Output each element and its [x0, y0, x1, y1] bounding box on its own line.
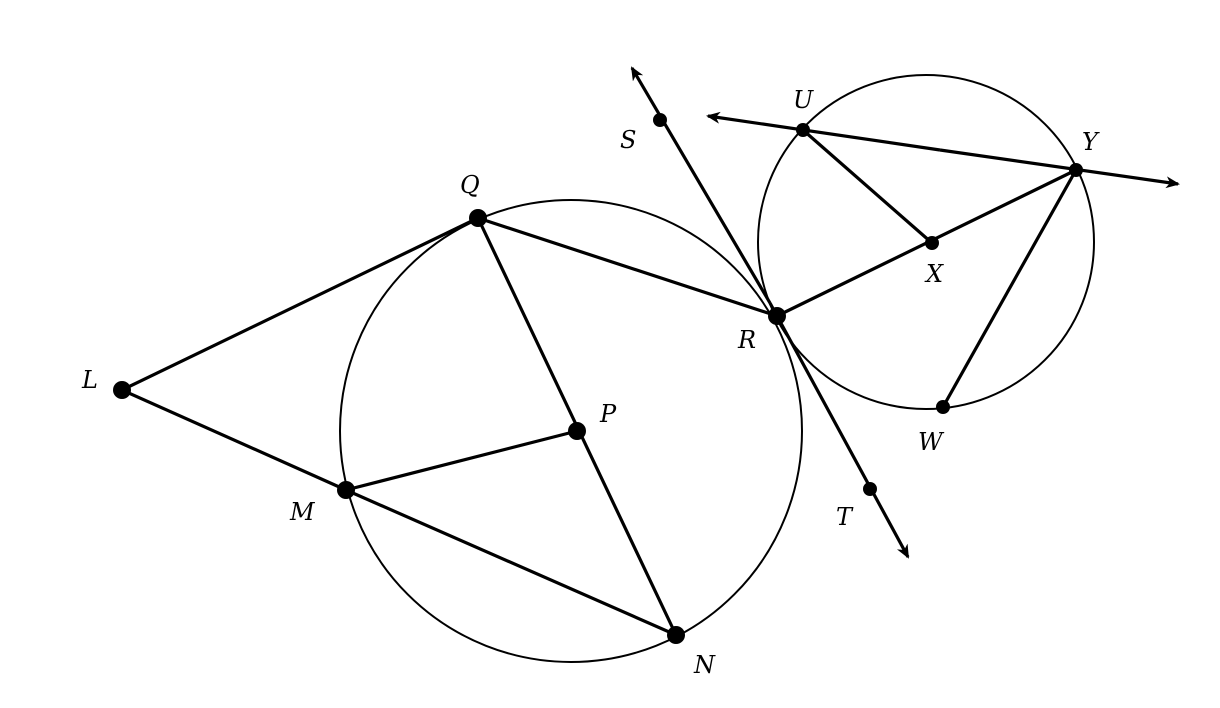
label-p: P: [599, 400, 617, 428]
segment-qr: [477, 216, 778, 318]
label-l: L: [81, 366, 98, 394]
label-n: N: [693, 651, 716, 679]
point-m: [337, 481, 355, 499]
label-w: W: [918, 428, 945, 456]
point-x: [925, 236, 939, 250]
label-q: Q: [460, 171, 480, 199]
circle-p: [339, 199, 803, 663]
circle-x: [757, 74, 1095, 410]
label-s: S: [620, 126, 636, 154]
label-y: Y: [1082, 128, 1100, 156]
line-uy-right: [939, 148, 1180, 189]
point-p: [568, 422, 586, 440]
point-l: [113, 381, 131, 399]
segment-yw: [941, 169, 1078, 408]
segment-mp: [345, 429, 578, 492]
label-r: R: [737, 326, 756, 354]
label-t: T: [836, 503, 854, 531]
point-t: [863, 482, 877, 496]
line-st-down: [768, 302, 910, 559]
point-r: [768, 307, 786, 325]
segment-lq: [121, 216, 479, 392]
point-w: [936, 400, 950, 414]
segment-mn: [345, 488, 677, 637]
point-n: [667, 626, 685, 644]
point-y: [1069, 163, 1083, 177]
line-uy-left: [706, 111, 941, 152]
label-m: M: [289, 498, 316, 526]
point-s: [653, 113, 667, 127]
point-u: [796, 123, 810, 137]
label-x: X: [924, 260, 944, 288]
segment-ux: [801, 128, 934, 245]
segment-lm: [121, 388, 347, 492]
label-u: U: [793, 86, 814, 114]
line-st-up: [630, 66, 772, 304]
point-q: [469, 209, 487, 227]
